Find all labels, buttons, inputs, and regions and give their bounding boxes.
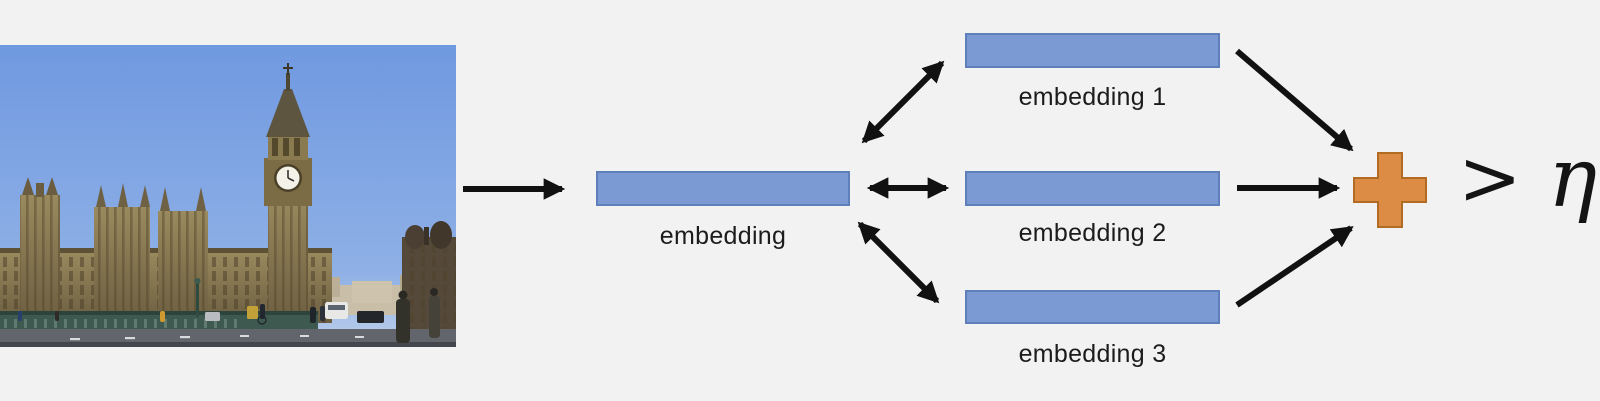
query-image-bigben <box>0 45 456 347</box>
threshold-symbol: η <box>1548 131 1598 226</box>
embedding-label-query: embedding <box>659 222 787 250</box>
arrow-query-vs-candidate-3 <box>857 221 940 304</box>
plus-icon <box>1353 152 1427 228</box>
embedding-label-candidate-1: embedding 1 <box>1018 83 1167 111</box>
arrow-query-vs-candidate-1 <box>861 60 945 144</box>
embedding-box-candidate-3 <box>965 290 1220 324</box>
embedding-label-candidate-3: embedding 3 <box>1018 340 1167 368</box>
embedding-box-query <box>596 171 850 206</box>
arrow-candidate-3-to-sum <box>1235 225 1354 308</box>
bigben-photo-illustration <box>0 45 456 347</box>
embedding-label-candidate-2: embedding 2 <box>1018 219 1167 247</box>
arrow-candidate-1-to-sum <box>1235 48 1354 152</box>
embedding-box-candidate-2 <box>965 171 1220 206</box>
embedding-box-candidate-1 <box>965 33 1220 68</box>
comparator-symbol: > <box>1458 133 1522 222</box>
